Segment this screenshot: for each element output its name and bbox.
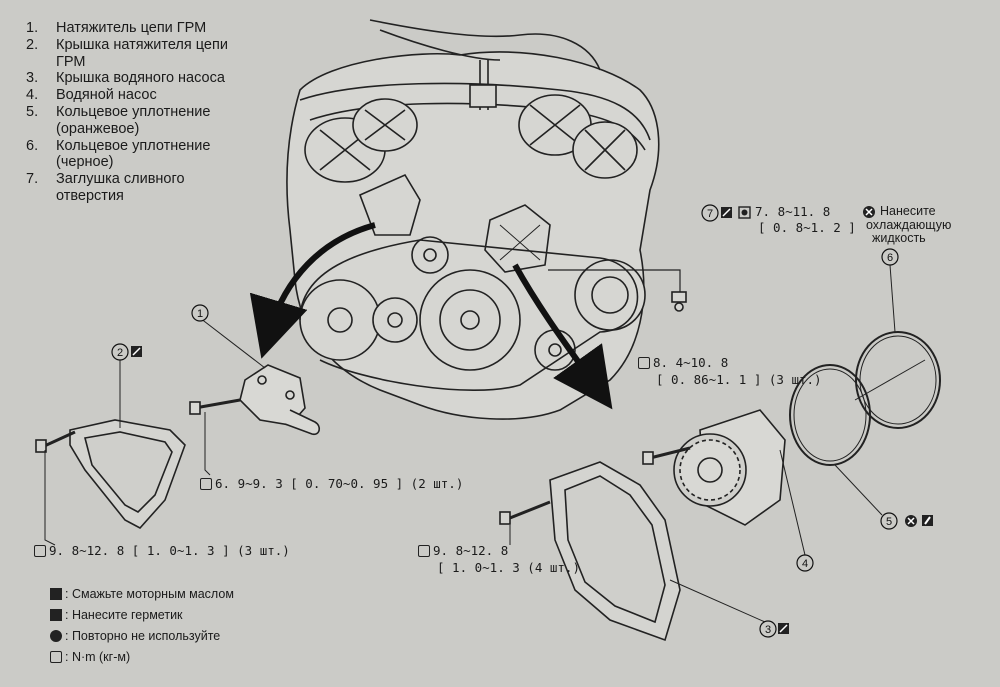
callout-circle-2 xyxy=(111,343,129,361)
water-pump-part xyxy=(642,409,806,556)
symbol-legend-no-reuse-text: : Повторно не используйте xyxy=(65,629,221,643)
coolant-note-line2: охлаждающую xyxy=(866,218,952,232)
torque-icon xyxy=(50,651,62,663)
legend-item: 2. Крышка натяжителя цепи ГРМ xyxy=(26,37,228,71)
callout-num-7: 7 xyxy=(707,208,713,220)
coolant-note: Нанесите xyxy=(880,205,936,218)
legend-item-number: 6. xyxy=(26,137,39,154)
legend-item: 7. Заглушка сливного отверстия xyxy=(26,171,228,205)
callout-circle-6 xyxy=(881,248,899,266)
torque-spec-4-line1: 8. 4~10. 8 xyxy=(638,355,728,370)
legend-item: 4. Водяной насос xyxy=(26,87,228,104)
legend-item-text: Натяжитель цепи ГРМ xyxy=(56,20,207,36)
symbol-legend-torque: : N·m (кг-м) xyxy=(50,647,234,668)
legend-item-text: Водяной насос xyxy=(56,87,157,104)
symbol-legend-sealant-text: : Нанесите герметик xyxy=(65,608,183,622)
symbol-legend: : Смажьте моторным маслом : Нанесите гер… xyxy=(50,584,234,668)
removal-arrow-right xyxy=(512,263,613,410)
legend-item-number: 7. xyxy=(26,171,39,188)
torque-spec-1: 6. 9~9. 3 [ 0. 70~0. 95 ] (2 шт.) xyxy=(200,476,463,491)
legend-item-number: 1. xyxy=(26,20,39,36)
callout-markers xyxy=(131,206,933,634)
sealant-icon xyxy=(50,609,62,621)
parts-legend: 1. Натяжитель цепи ГРМ 2. Крышка натяжителя… xyxy=(26,20,228,205)
legend-item: 5. Кольцевое уплотнение (оранжевое) xyxy=(26,104,228,138)
symbol-legend-oil: : Смажьте моторным маслом xyxy=(50,584,234,605)
legend-item-text: Крышка водяного насоса xyxy=(56,70,225,87)
torque-spec-7-line1: 7. 8~11. 8 xyxy=(755,204,831,219)
torque-icon xyxy=(638,357,650,369)
callout-num-3: 3 xyxy=(765,624,771,636)
legend-item-number: 2. xyxy=(26,36,39,53)
o-rings xyxy=(789,264,941,516)
callout-circle-4 xyxy=(796,554,814,572)
callout-num-5: 5 xyxy=(886,516,892,528)
do-not-reuse-icon xyxy=(50,630,62,642)
torque-spec-2: 9. 8~12. 8 [ 1. 0~1. 3 ] (3 шт.) xyxy=(34,543,290,558)
torque-spec-4-line2: [ 0. 86~1. 1 ] (3 шт.) xyxy=(656,372,822,387)
callout-circle-1 xyxy=(191,304,209,322)
legend-item: 6. Кольцевое уплотнение (черное) xyxy=(26,138,228,172)
coolant-note-line3: жидкость xyxy=(872,231,926,245)
removal-arrow-left xyxy=(249,222,376,359)
torque-spec-4-value: 8. 4~10. 8 xyxy=(653,355,729,370)
torque-icon xyxy=(34,545,46,557)
symbol-legend-sealant: : Нанесите герметик xyxy=(50,605,234,626)
symbol-legend-oil-text: : Смажьте моторным маслом xyxy=(65,587,234,601)
legend-item-text: Крышка натяжителя цепи ГРМ xyxy=(56,36,228,70)
legend-item-text: Заглушка сливного отверстия xyxy=(56,171,185,204)
callout-num-4: 4 xyxy=(802,558,808,570)
torque-spec-7-line2: [ 0. 8~1. 2 ] xyxy=(758,220,856,235)
torque-spec-3-line1: 9. 8~12. 8 xyxy=(418,543,508,558)
callout-num-6: 6 xyxy=(887,252,893,264)
legend-item-number: 4. xyxy=(26,87,39,104)
torque-spec-3-value: 9. 8~12. 8 xyxy=(433,543,509,558)
legend-item: 3. Крышка водяного насоса xyxy=(26,70,228,87)
legend-item-text: Кольцевое уплотнение (черное) xyxy=(56,137,211,171)
torque-icon xyxy=(418,545,430,557)
legend-item-number: 5. xyxy=(26,103,39,120)
symbol-legend-torque-text: : N·m (кг-м) xyxy=(65,650,131,664)
legend-item-text: Кольцевое уплотнение (оранжевое) xyxy=(56,103,211,137)
oil-icon xyxy=(50,588,62,600)
chain-tensioner-part xyxy=(189,317,321,476)
coolant-note-line1: Нанесите xyxy=(880,204,936,218)
callout-circle-3 xyxy=(759,620,777,638)
engine-block xyxy=(286,19,687,420)
legend-item-number: 3. xyxy=(26,70,39,87)
callout-circle-5 xyxy=(880,512,898,530)
torque-spec-3-line2: [ 1. 0~1. 3 (4 шт.) xyxy=(437,560,580,575)
callout-num-1: 1 xyxy=(197,308,203,320)
water-pump-cover-part xyxy=(499,461,766,642)
torque-icon xyxy=(200,478,212,490)
callout-circle-7 xyxy=(701,204,719,222)
tensioner-cover-part xyxy=(35,360,186,546)
legend-item: 1. Натяжитель цепи ГРМ xyxy=(26,20,228,37)
callout-num-2: 2 xyxy=(117,347,123,359)
torque-spec-1-value: 6. 9~9. 3 [ 0. 70~0. 95 ] (2 шт.) xyxy=(215,476,464,491)
symbol-legend-no-reuse: : Повторно не используйте xyxy=(50,626,234,647)
torque-spec-2-value: 9. 8~12. 8 [ 1. 0~1. 3 ] (3 шт.) xyxy=(49,543,290,558)
